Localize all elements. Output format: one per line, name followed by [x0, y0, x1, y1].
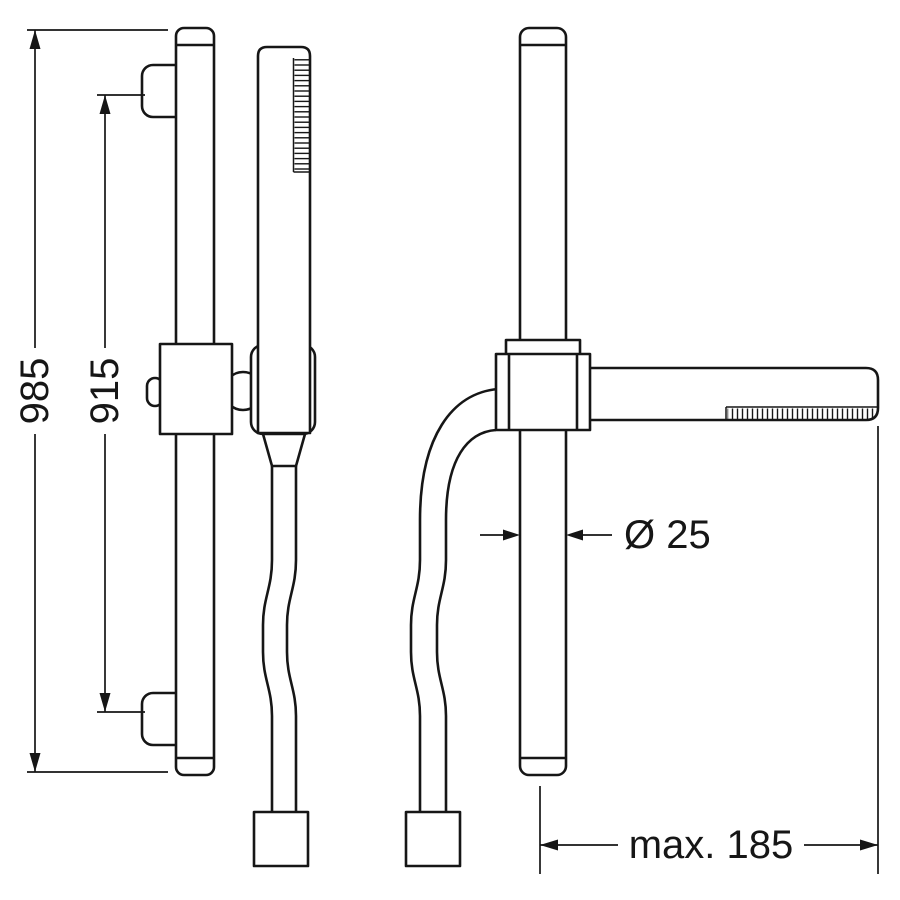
spray-face-hatch-side	[294, 58, 309, 171]
dimension-lines	[27, 29, 879, 874]
slider-body-side	[158, 342, 234, 436]
hose-front-inner-edge	[435, 428, 497, 812]
front-view	[404, 26, 880, 868]
side-view	[140, 26, 317, 868]
label-bracket-spacing: 915	[83, 358, 127, 425]
arrowhead-d25-left	[503, 529, 520, 541]
arrowhead-d25-right	[566, 529, 583, 541]
slider-body-front	[494, 352, 592, 432]
arrowhead-185-left	[540, 839, 558, 851]
arrowhead-985-top	[29, 30, 41, 49]
arrowhead-985-bottom	[29, 753, 41, 772]
hose-nut-front	[404, 810, 462, 868]
label-overall-height: 985	[13, 358, 57, 425]
hose-front-outer-edge	[409, 387, 499, 812]
hose-connector-side	[261, 432, 307, 468]
hose-side-right-edge	[285, 466, 298, 812]
hose-side	[261, 466, 274, 812]
hose-nut-side	[252, 810, 310, 868]
dimension-labels: 985 915 Ø 25 max. 185	[13, 358, 793, 867]
label-max-reach: max. 185	[629, 823, 794, 867]
arrowhead-915-top	[99, 95, 111, 114]
arrowhead-915-bottom	[99, 693, 111, 712]
label-bar-diameter: Ø 25	[624, 513, 711, 557]
arrowhead-185-right	[860, 839, 878, 851]
spray-face-hatch-front	[727, 408, 876, 419]
